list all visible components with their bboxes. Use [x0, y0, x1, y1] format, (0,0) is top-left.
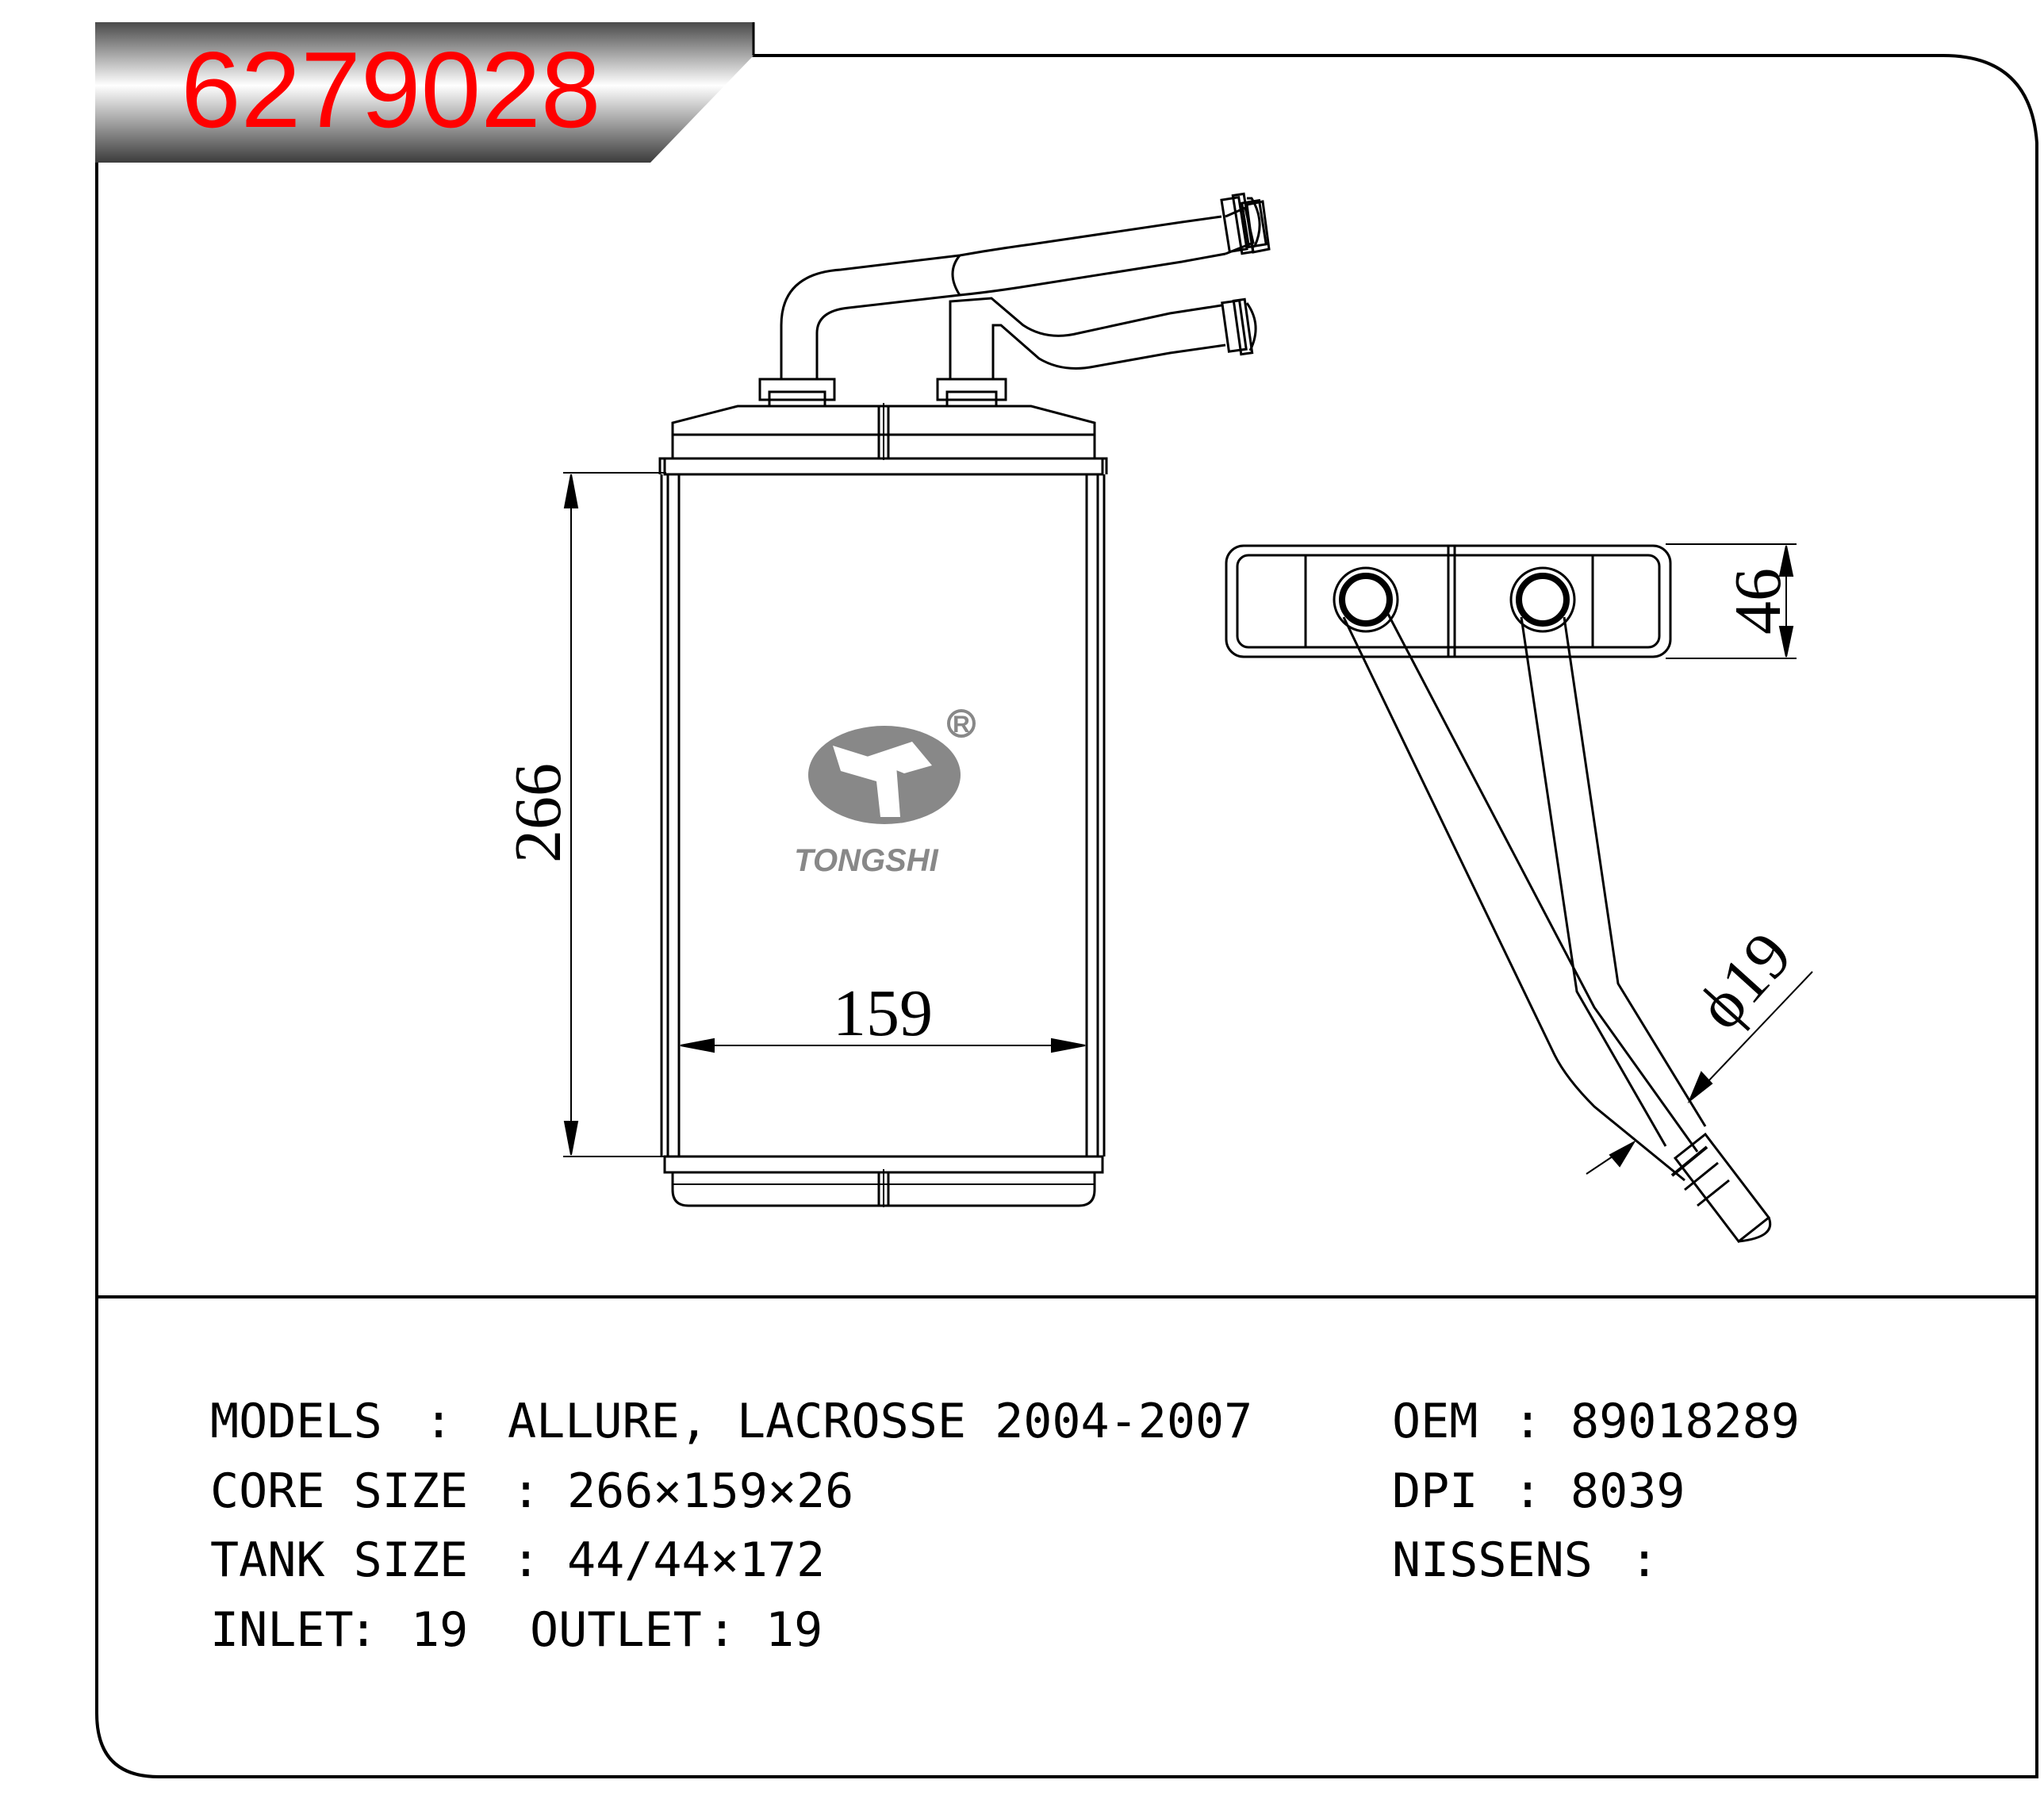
depth-dimension	[1666, 543, 1797, 659]
pipe-diameter-dimension	[1586, 971, 1813, 1175]
tank-size-label: TANK SIZE	[210, 1532, 468, 1588]
pipe-diameter-label: ϕ19	[1683, 919, 1806, 1044]
tank-size-value: 44/44×172	[567, 1532, 825, 1588]
outlet-label: OUTLET	[530, 1602, 702, 1658]
part-number-banner: 6279028	[95, 22, 755, 163]
dpi-separator: :	[1513, 1463, 1542, 1519]
inlet-value: 19	[411, 1602, 468, 1658]
models-label: MODELS	[210, 1394, 382, 1449]
outlet-separator: :	[708, 1602, 736, 1658]
models-separator: :	[424, 1394, 453, 1449]
width-dimension	[680, 1038, 1086, 1053]
width-dimension-label: 159	[833, 976, 933, 1050]
tank-size-separator: :	[512, 1532, 540, 1588]
registered-mark: R	[953, 712, 970, 738]
inlet-separator: :	[349, 1602, 378, 1658]
heater-core-front-view	[658, 192, 1271, 1207]
oem-label: OEM	[1392, 1394, 1478, 1449]
core-size-separator: :	[512, 1463, 540, 1519]
heater-core-side-view	[1225, 544, 1772, 1244]
oem-separator: :	[1513, 1394, 1542, 1449]
height-dimension	[563, 472, 666, 1157]
inlet-label: INLET	[210, 1602, 354, 1658]
outlet-value: 19	[765, 1602, 823, 1658]
oem-value: 89018289	[1570, 1394, 1800, 1449]
brand-name: TONGSHI	[794, 843, 938, 878]
models-value: ALLURE, LACROSSE 2004-2007	[508, 1394, 1252, 1449]
depth-dimension-label: 46	[1721, 568, 1795, 635]
spec-table: MODELS : ALLURE, LACROSSE 2004-2007 OEM …	[210, 1394, 1800, 1658]
height-dimension-label: 266	[501, 763, 575, 863]
core-size-label: CORE SIZE	[210, 1463, 468, 1519]
part-number: 6279028	[181, 29, 600, 150]
core-size-value: 266×159×26	[567, 1463, 853, 1519]
dpi-value: 8039	[1570, 1463, 1685, 1519]
nissens-label: NISSENS	[1392, 1532, 1593, 1588]
sheet-frame	[95, 22, 2038, 1778]
dpi-label: DPI	[1392, 1463, 1478, 1519]
nissens-separator: :	[1630, 1532, 1659, 1588]
brand-logo: R TONGSHI	[794, 709, 976, 878]
